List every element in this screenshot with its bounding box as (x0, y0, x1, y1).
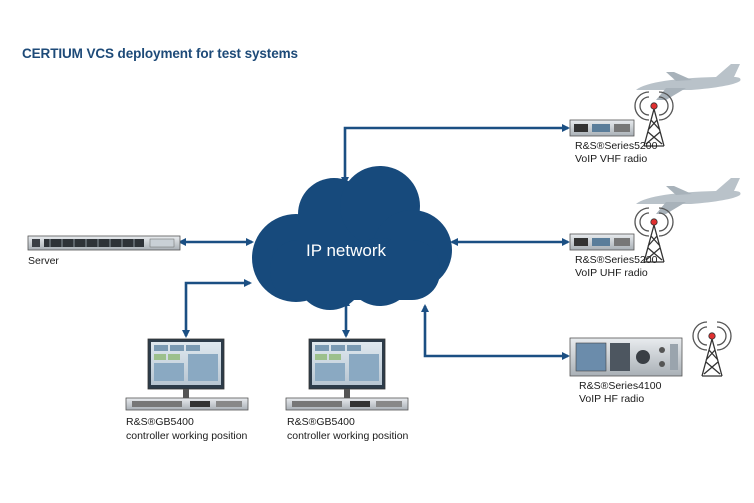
radio-tower-icon (634, 91, 674, 147)
vhf-radio-description: VoIP VHF radio (575, 153, 648, 165)
server-label: Server (28, 255, 59, 267)
aircraft-icon (636, 178, 741, 214)
cwp-right-model: R&S®GB5400 (287, 416, 355, 428)
cloud-label: IP network (306, 241, 387, 260)
cwp-right-description: controller working position (287, 430, 409, 442)
hf-radio-model: R&S®Series4100 (579, 380, 662, 392)
arrow-hf-link (421, 304, 570, 360)
uhf-radio-description: VoIP UHF radio (575, 267, 648, 279)
cwp-left-model: R&S®GB5400 (126, 416, 194, 428)
radio-unit-icon (569, 119, 635, 137)
cwp-left-description: controller working position (126, 430, 248, 442)
arrow-cwp-left-link (182, 279, 252, 338)
uhf-radio-model: R&S®Series5200 (575, 254, 658, 266)
monitor-icon (308, 338, 386, 398)
monitor-icon (147, 338, 225, 398)
hf-radio-description: VoIP HF radio (579, 393, 645, 405)
radio-unit-icon (569, 337, 683, 377)
arrow-vhf-link (341, 124, 570, 185)
aircraft-icon (636, 64, 741, 100)
radio-tower-icon (692, 321, 732, 377)
diagram-title: CERTIUM VCS deployment for test systems (22, 46, 298, 61)
radio-unit-icon (125, 397, 249, 411)
server-icon (27, 235, 181, 251)
ip-network-cloud: IP network (252, 166, 452, 310)
connection-arrows (178, 124, 570, 360)
radio-unit-icon (569, 233, 635, 251)
vhf-radio-model: R&S®Series5200 (575, 140, 658, 152)
radio-unit-icon (285, 397, 409, 411)
